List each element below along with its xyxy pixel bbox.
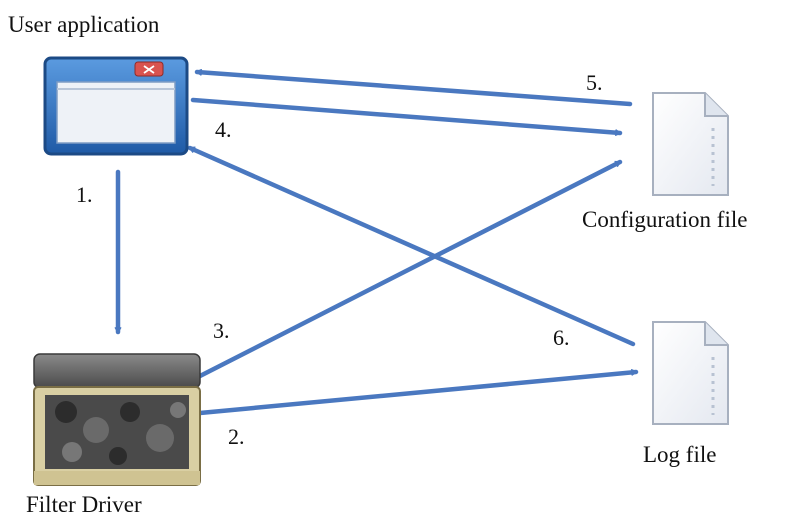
arrows xyxy=(118,72,639,416)
edge-label-6: 6. xyxy=(553,325,570,350)
application-window-icon xyxy=(43,56,189,156)
edge-label-3: 3. xyxy=(213,318,230,343)
user-application-label: User application xyxy=(8,12,160,37)
log-document-icon xyxy=(652,321,729,425)
arrow-5 xyxy=(194,72,633,107)
arrow-3 xyxy=(197,159,623,379)
edge-label-5: 5. xyxy=(586,70,603,95)
log-file-label: Log file xyxy=(643,442,717,467)
filter-driver-label: Filter Driver xyxy=(26,492,142,517)
config-document-icon xyxy=(652,92,729,196)
arrow-4 xyxy=(190,97,623,133)
driver-box-icon xyxy=(33,353,201,486)
arrow-6 xyxy=(187,145,636,347)
edge-label-1: 1. xyxy=(76,182,93,207)
edge-label-2: 2. xyxy=(228,424,245,449)
arrow-2 xyxy=(197,372,639,416)
edge-label-4: 4. xyxy=(215,117,232,142)
configuration-file-label: Configuration file xyxy=(582,207,748,232)
